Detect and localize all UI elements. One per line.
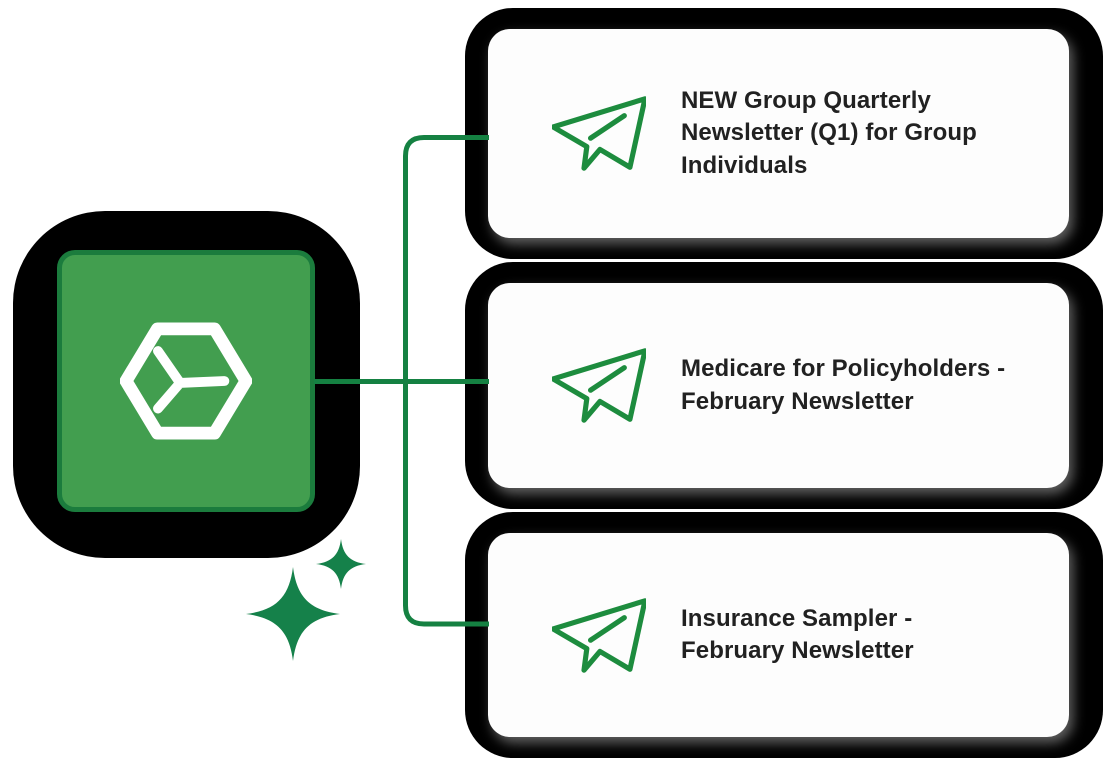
newsletter-card[interactable]: NEW Group Quarterly Newsletter (Q1) for …: [465, 8, 1103, 259]
newsletter-card-body: NEW Group Quarterly Newsletter (Q1) for …: [488, 29, 1069, 238]
sparkle-small: [315, 538, 367, 590]
newsletter-card[interactable]: Insurance Sampler - February Newsletter: [465, 512, 1103, 758]
source-tile[interactable]: [57, 250, 315, 512]
hexagon-cube-icon: [120, 322, 252, 440]
sparkle-large: [245, 566, 341, 662]
newsletter-card-body: Medicare for Policyholders - February Ne…: [488, 283, 1069, 488]
paper-plane-icon: [552, 348, 646, 423]
newsletter-title: Insurance Sampler - February Newsletter: [681, 604, 914, 665]
paper-plane-icon: [552, 96, 646, 171]
newsletter-card-body: Insurance Sampler - February Newsletter: [488, 533, 1069, 737]
newsletter-card[interactable]: Medicare for Policyholders - February Ne…: [465, 262, 1103, 509]
paper-plane-icon: [552, 597, 646, 673]
newsletter-title: Medicare for Policyholders - February Ne…: [681, 355, 1006, 415]
newsletter-title: NEW Group Quarterly Newsletter (Q1) for …: [681, 86, 977, 179]
sparkles-icon: [245, 538, 367, 662]
